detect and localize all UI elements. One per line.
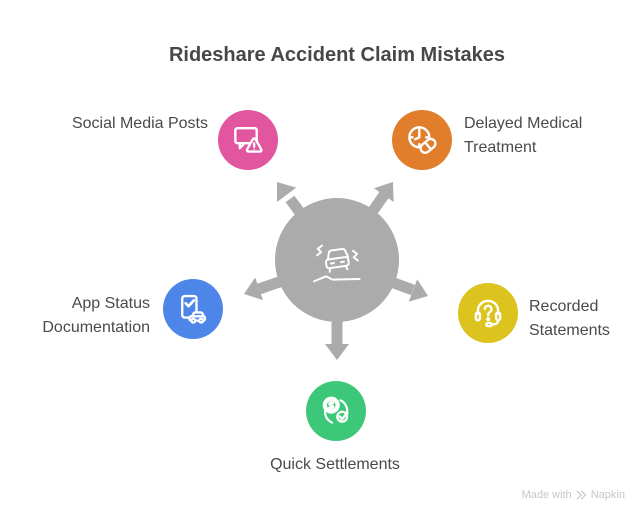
page-title: Rideshare Accident Claim Mistakes xyxy=(168,44,506,66)
watermark: Made with Napkin xyxy=(522,489,625,501)
watermark-brand: Napkin xyxy=(590,489,625,501)
center-hub xyxy=(275,198,399,322)
napkin-logo-icon xyxy=(576,490,586,500)
watermark-prefix: Made with xyxy=(521,489,572,501)
node-app-status-documentation xyxy=(163,279,223,339)
node-delayed-medical-treatment xyxy=(392,110,452,170)
phone-check-car-icon xyxy=(181,294,207,324)
node-label-recorded-statements: Recorded Statements xyxy=(529,298,610,339)
node-label-delayed-medical-treatment: Delayed Medical Treatment xyxy=(464,115,583,156)
node-label-social-media-posts: Social Media Posts xyxy=(71,115,208,132)
headset-question-icon xyxy=(474,299,502,328)
node-recorded-statements xyxy=(458,283,518,343)
coin-refresh-check-icon xyxy=(322,396,349,424)
node-quick-settlements xyxy=(306,381,366,441)
node-label-app-status-documentation: App Status Documentation xyxy=(42,295,150,336)
clock-pill-icon xyxy=(408,126,437,154)
node-social-media-posts xyxy=(218,110,278,170)
speech-bubble-warning-icon xyxy=(234,126,263,153)
car-accident-icon xyxy=(312,244,361,283)
node-label-quick-settlements: Quick Settlements xyxy=(270,456,400,473)
